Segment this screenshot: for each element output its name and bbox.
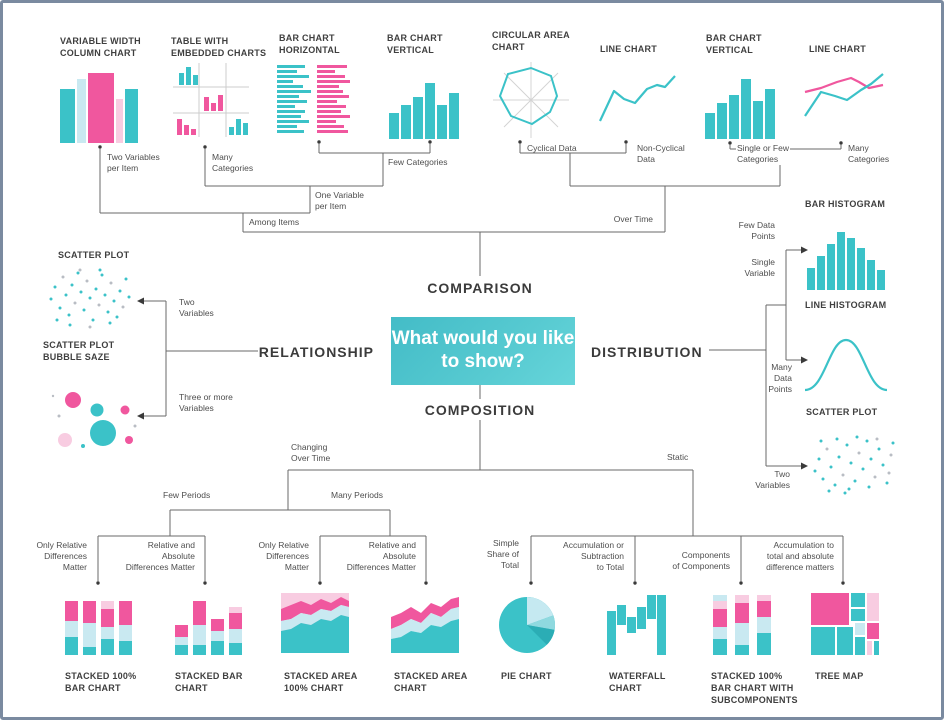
scatter-plot-icon	[49, 268, 131, 329]
pie-chart-title: PIE CHART	[501, 671, 552, 681]
pie-chart-icon	[499, 597, 556, 653]
label-many-data-points: Many Data Points	[768, 362, 792, 395]
bar-chart-horizontal-title: BAR CHART HORIZONTAL	[279, 33, 340, 56]
variable-width-column-chart-title: VARIABLE WIDTH COLUMN CHART	[60, 36, 141, 59]
category-distribution: DISTRIBUTION	[591, 344, 703, 360]
bar-histogram-title: BAR HISTOGRAM	[805, 199, 886, 209]
scatter-plot-2-icon	[813, 435, 895, 495]
tree-map-icon	[811, 593, 879, 655]
label-only-relative-2: Only Relative Differences Matter	[258, 540, 309, 573]
label-three-or-more-variables: Three or more Variables	[179, 392, 233, 414]
stacked-area-chart-icon	[391, 597, 459, 653]
line-chart-2-icon	[804, 73, 884, 117]
category-comparison: COMPARISON	[427, 280, 533, 296]
label-many-categories-right: Many Categories	[848, 143, 890, 165]
label-relative-absolute-2: Relative and Absolute Differences Matter	[346, 540, 416, 573]
circular-area-chart-icon	[493, 62, 569, 138]
label-few-data-points: Few Data Points	[738, 220, 775, 242]
scatter-plot-bubble-icon	[51, 392, 137, 448]
bar-chart-vertical-2-title: BAR CHART VERTICAL	[706, 33, 762, 56]
bar-chart-vertical-icon	[389, 83, 459, 139]
label-over-time: Over Time	[613, 214, 653, 224]
waterfall-chart-icon	[607, 595, 666, 655]
label-cyclical-data: Cyclical Data	[527, 143, 577, 153]
bar-chart-vertical-2-icon	[705, 79, 775, 139]
stacked-100-bar-chart-icon	[65, 601, 132, 655]
label-single-variable: Single Variable	[744, 257, 775, 279]
scatter-plot-title: SCATTER PLOT	[58, 250, 130, 260]
connector-lines	[96, 140, 845, 585]
line-histogram-title: LINE HISTOGRAM	[805, 300, 887, 310]
scatter-plot-bubble-title: SCATTER PLOT BUBBLE SAZE	[43, 340, 115, 363]
stacked-area-100-chart-icon	[281, 593, 349, 653]
line-chart-2-title: LINE CHART	[809, 44, 866, 54]
table-with-embedded-charts-icon	[173, 63, 249, 137]
bar-histogram-icon	[807, 232, 885, 290]
stacked-100-bar-subcomponents-title: STACKED 100% BAR CHART WITH SUBCOMPONENT…	[711, 671, 798, 706]
category-relationship: RELATIONSHIP	[258, 344, 374, 360]
stacked-100-bar-chart-title: STACKED 100% BAR CHART	[65, 671, 137, 694]
branch-dots	[96, 140, 845, 585]
label-two-variables-distribution: Two Variables	[755, 469, 790, 491]
label-components-of-components: Components of Components	[672, 550, 730, 572]
line-histogram-icon	[804, 338, 888, 392]
label-static: Static	[667, 452, 689, 462]
label-relative-absolute-1: Relative and Absolute Differences Matter	[125, 540, 195, 573]
label-one-variable-per-item: One Variable per Item	[315, 190, 364, 212]
center-question-box: What would you like to show?	[391, 317, 575, 385]
stacked-100-bar-subcomponents-icon	[713, 595, 771, 655]
scatter-plot-2-title: SCATTER PLOT	[806, 407, 878, 417]
stacked-bar-chart-icon	[175, 601, 242, 655]
label-many-categories-left: Many Categories	[212, 152, 254, 174]
stacked-bar-chart-title: STACKED BAR CHART	[175, 671, 243, 694]
label-changing-over-time: Changing Over Time	[291, 442, 331, 464]
table-with-embedded-charts-title: TABLE WITH EMBEDDED CHARTS	[171, 36, 267, 59]
label-many-periods: Many Periods	[331, 490, 383, 500]
label-few-categories: Few Categories	[388, 157, 448, 167]
label-single-or-few-categories: Single or Few Categories	[736, 143, 790, 166]
label-simple-share: Simple Share of Total	[486, 538, 519, 571]
stacked-area-chart-title: STACKED AREA CHART	[394, 671, 468, 694]
waterfall-chart-title: WATERFALL CHART	[609, 671, 666, 694]
line-chart-icon	[599, 75, 676, 122]
circular-area-chart-title: CIRCULAR AREA CHART	[492, 30, 570, 53]
stacked-area-100-chart-title: STACKED AREA 100% CHART	[284, 671, 358, 694]
label-accumulation-total-absolute: Accumulation to total and absolute diffe…	[766, 540, 834, 573]
tree-map-title: TREE MAP	[815, 671, 864, 681]
line-chart-title: LINE CHART	[600, 44, 657, 54]
label-non-cyclical-data: Non-Cyclical Data	[637, 143, 685, 165]
label-two-variables-relationship: Two Variables	[179, 297, 214, 319]
branch-arrowheads	[137, 246, 808, 470]
category-composition: COMPOSITION	[424, 402, 536, 418]
bar-chart-horizontal-icon	[277, 65, 350, 133]
bar-chart-vertical-title: BAR CHART VERTICAL	[387, 33, 443, 56]
variable-width-column-chart-icon	[60, 73, 138, 143]
center-question-text: What would you like to show?	[391, 328, 575, 372]
label-among-items: Among Items	[249, 217, 300, 227]
label-two-variables-per-item: Two Variables per Item	[107, 152, 160, 174]
label-accumulation-subtraction: Accumulation or Subtraction to Total	[563, 540, 624, 573]
label-few-periods: Few Periods	[163, 490, 211, 500]
label-only-relative-1: Only Relative Differences Matter	[36, 540, 87, 573]
